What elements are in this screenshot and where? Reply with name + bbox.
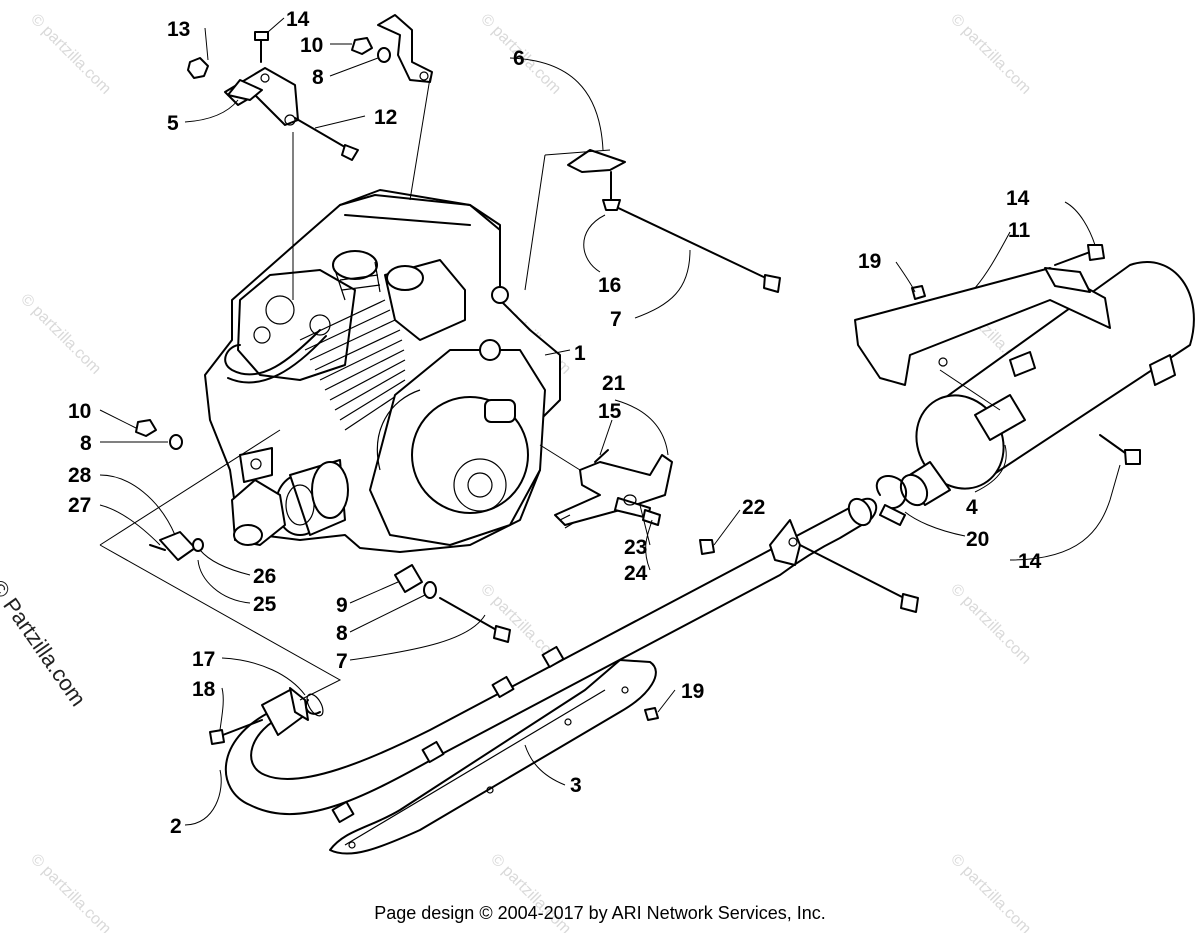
callout-22: 22 <box>742 496 765 519</box>
exhaust-header-pipe <box>224 497 878 816</box>
callout-14-top: 14 <box>286 8 310 31</box>
callout-8-top: 8 <box>312 66 324 89</box>
muffler-clamp <box>875 475 908 526</box>
callout-8-lower: 8 <box>336 622 348 645</box>
heat-shield <box>854 267 1111 386</box>
engine-assembly <box>204 189 561 553</box>
callout-11: 11 <box>1008 219 1031 242</box>
muffler <box>899 261 1195 507</box>
callout-14-bottom: 14 <box>1018 550 1042 573</box>
callout-18: 18 <box>192 678 216 701</box>
engine-mount-bracket-rear <box>377 14 433 83</box>
engine-mount-bracket-side <box>567 149 626 173</box>
callout-7-bolt-lower: 7 <box>336 650 348 673</box>
faint-watermark: © partzilla.com <box>947 11 1034 98</box>
faint-watermark: © partzilla.com <box>947 581 1034 668</box>
callout-17: 17 <box>192 648 215 671</box>
callout-25: 25 <box>253 593 277 616</box>
callout-10-top: 10 <box>300 34 323 57</box>
faint-watermark: © partzilla.com <box>27 11 114 98</box>
callout-21: 21 <box>602 372 626 395</box>
callout-7-bolt-long: 7 <box>610 308 622 331</box>
callout-19-lower: 19 <box>681 680 704 703</box>
page-footer: Page design © 2004-2017 by ARI Network S… <box>374 903 826 923</box>
callout-19-right: 19 <box>858 250 881 273</box>
callout-24: 24 <box>624 562 648 585</box>
engine-mount-bracket-front <box>224 67 299 126</box>
callout-2: 2 <box>170 815 182 838</box>
cylinder-fins <box>299 299 406 431</box>
callout-5: 5 <box>167 112 179 135</box>
shift-lever <box>554 454 673 529</box>
callout-23: 23 <box>624 536 647 559</box>
faint-watermark: © partzilla.com <box>17 291 104 378</box>
reference-lines <box>99 77 1001 701</box>
callout-numbers: 1 2 3 4 5 6 7 7 7 8 8 8 9 10 10 11 12 13… <box>68 8 1042 838</box>
callout-10-left: 10 <box>68 400 91 423</box>
pipe-heat-guard <box>329 645 657 855</box>
callout-6: 6 <box>513 47 525 70</box>
callout-28: 28 <box>68 464 92 487</box>
callout-27: 27 <box>68 494 91 517</box>
callout-1: 1 <box>574 342 586 365</box>
callout-26: 26 <box>253 565 276 588</box>
leader-lines <box>99 17 1121 826</box>
callout-12: 12 <box>374 106 397 129</box>
fasteners <box>135 31 1141 745</box>
callout-9: 9 <box>336 594 348 617</box>
callout-15: 15 <box>598 400 622 423</box>
callout-20: 20 <box>966 528 989 551</box>
callout-3: 3 <box>570 774 582 797</box>
callout-16: 16 <box>598 274 621 297</box>
callout-13: 13 <box>167 18 190 41</box>
callout-8-left: 8 <box>80 432 92 455</box>
callout-14-right-top: 14 <box>1006 187 1030 210</box>
callout-4: 4 <box>966 496 978 519</box>
